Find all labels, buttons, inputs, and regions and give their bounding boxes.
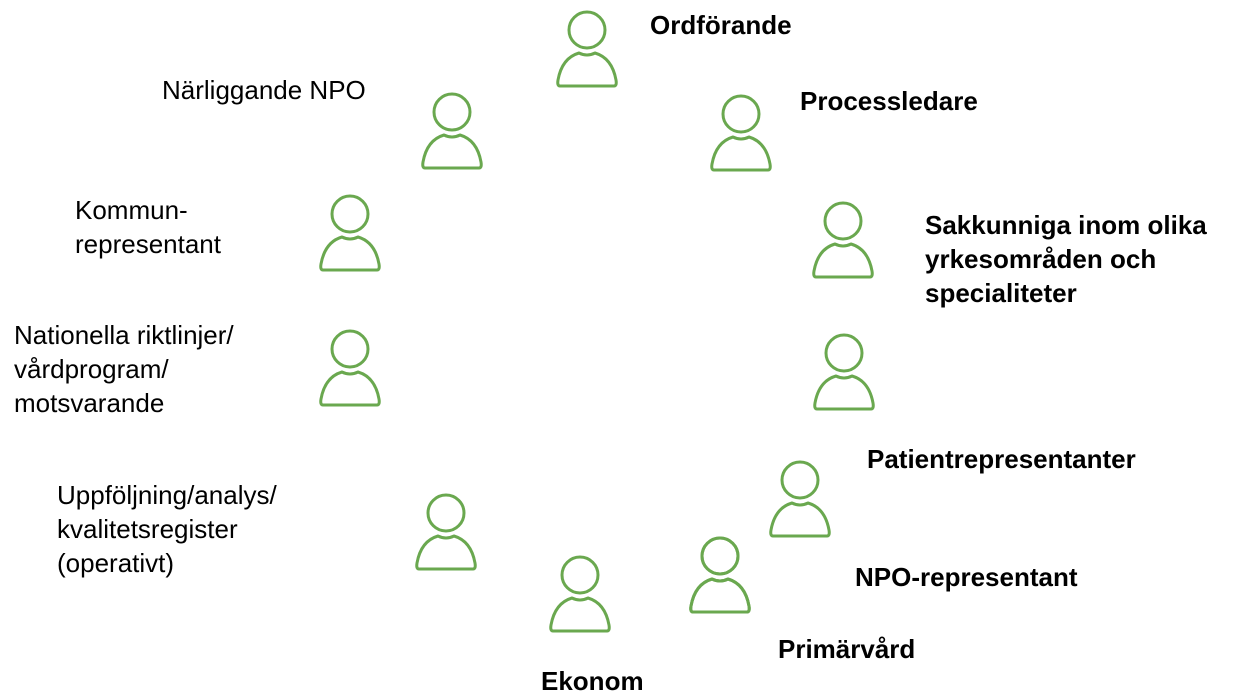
role-label-kommunrepresentant: Kommun-representant: [75, 193, 221, 261]
role-label-line: Patientrepresentanter: [867, 444, 1136, 474]
role-label-line: Nationella riktlinjer/: [14, 320, 234, 350]
role-label-line: kvalitetsregister: [57, 514, 238, 544]
role-label-ordforande: Ordförande: [650, 8, 792, 42]
role-label-primarvard: Primärvård: [778, 632, 915, 666]
person-icon: [812, 329, 876, 413]
role-label-line: representant: [75, 229, 221, 259]
role-label-ekonom: Ekonom: [541, 664, 644, 693]
role-label-sakkunniga: Sakkunniga inom olika yrkesområden och spe…: [925, 208, 1207, 310]
person-icon: [548, 551, 612, 635]
role-label-line: yrkesområden och: [925, 244, 1157, 274]
role-label-nationella-riktlinjer: Nationella riktlinjer/vårdprogram/motsva…: [14, 318, 234, 420]
role-label-line: Kommun-: [75, 195, 188, 225]
role-label-line: Uppföljning/analys/: [57, 480, 277, 510]
role-label-line: vårdprogram/: [14, 354, 169, 384]
role-label-line: specialiteter: [925, 278, 1077, 308]
role-label-line: Sakkunniga inom olika: [925, 210, 1207, 240]
person-icon: [318, 190, 382, 274]
person-icon: [420, 88, 484, 172]
person-icon: [688, 532, 752, 616]
role-label-line: Primärvård: [778, 634, 916, 664]
person-icon: [414, 489, 478, 573]
person-icon: [768, 456, 832, 540]
role-label-narliggande-npo: Närliggande NPO: [162, 73, 366, 107]
role-label-line: Ekonom: [541, 666, 644, 693]
person-icon: [811, 197, 875, 281]
role-label-processledare: Processledare: [800, 84, 978, 118]
role-label-line: NPO-representant: [855, 562, 1078, 592]
role-label-line: Ordförande: [650, 10, 792, 40]
role-label-line: Processledare: [800, 86, 978, 116]
person-icon: [318, 325, 382, 409]
role-label-line: motsvarande: [14, 388, 165, 418]
role-label-line: (operativt): [57, 548, 175, 578]
person-icon: [709, 90, 773, 174]
role-label-patientrepresentanter: Patientrepresentanter: [867, 442, 1136, 476]
person-icon: [555, 6, 619, 90]
role-label-npo-representant: NPO-representant: [855, 560, 1078, 594]
role-label-uppfoljning: Uppföljning/analys/kvalitetsregister (ope…: [57, 478, 277, 580]
role-label-line: Närliggande NPO: [162, 75, 366, 105]
